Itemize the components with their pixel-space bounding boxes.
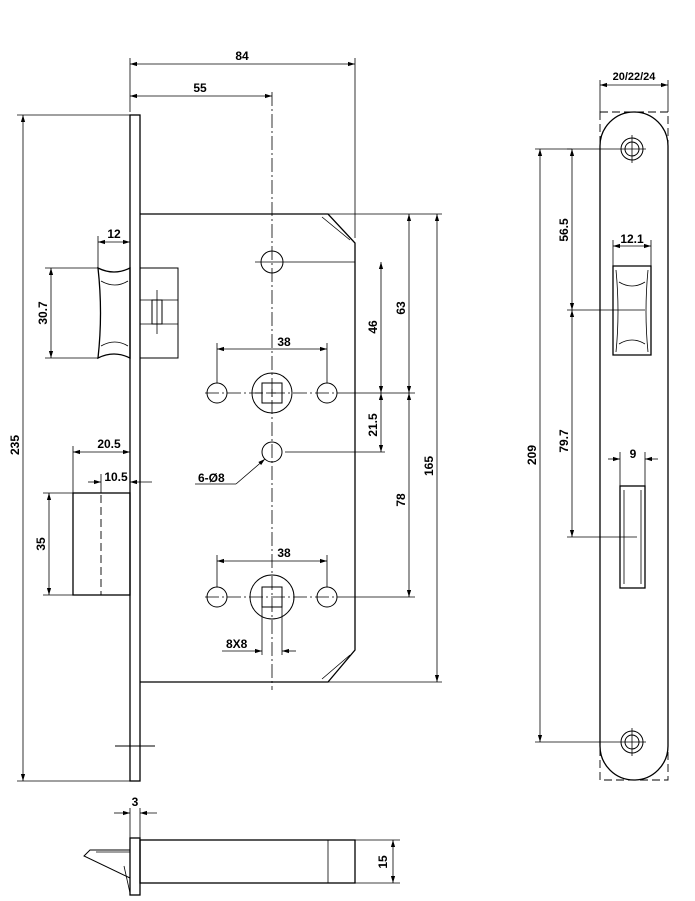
dim-10-5: 10.5 [88, 470, 152, 493]
dim-38-bottom-label: 38 [277, 546, 291, 560]
dim-20-5: 20.5 [72, 437, 130, 493]
bottom-screw-hole [618, 728, 646, 756]
dim-38-bottom: 38 [216, 546, 328, 587]
dim-56-5-label: 56.5 [557, 218, 571, 242]
dim-35: 35 [34, 492, 73, 596]
dim-15-label: 15 [376, 855, 390, 869]
dim-21-5-label: 21.5 [366, 413, 380, 437]
dim-46: 46 [340, 262, 415, 394]
dim-35-label: 35 [34, 537, 48, 551]
top-screw-hole [618, 135, 646, 163]
dim-84: 84 [129, 49, 356, 238]
dim-55: 55 [130, 81, 272, 99]
dim-79-7: 79.7 [557, 310, 637, 538]
dim-46-label: 46 [366, 320, 380, 334]
dim-12: 12 [97, 227, 131, 268]
dim-78-label: 78 [394, 493, 408, 507]
holes-callout: 6-Ø8 [195, 458, 266, 485]
dim-12-1: 12.1 [612, 232, 652, 266]
dim-63-label: 63 [394, 301, 408, 315]
faceplate-view: 20/22/24 56.5 12.1 209 79.7 [525, 71, 669, 781]
dim-209-label: 209 [525, 445, 539, 465]
dim-9: 9 [608, 447, 658, 486]
dim-38-top: 38 [216, 335, 328, 383]
dim-165: 165 [328, 214, 442, 683]
cylinder-hub [205, 574, 340, 655]
middle-fixing-hole [261, 441, 385, 463]
bottom-view: 3 15 [83, 795, 400, 896]
front-view: 84 55 235 12 30.7 [8, 49, 442, 782]
dim-15: 15 [355, 839, 400, 884]
dim-12-1-label: 12.1 [620, 232, 644, 246]
dim-84-label: 84 [235, 49, 249, 63]
square-callout-label: 8X8 [226, 637, 248, 651]
lock-case-body [140, 213, 356, 683]
dim-78: 78 [340, 393, 415, 598]
spindle-hub [205, 372, 340, 414]
dim-38-top-label: 38 [277, 335, 291, 349]
dead-bolt [72, 492, 131, 596]
top-fixing-hole [255, 250, 355, 274]
dim-55-label: 55 [193, 81, 207, 95]
dim-79-7-label: 79.7 [557, 429, 571, 453]
dim-235: 235 [8, 114, 130, 782]
latch-cutout [612, 265, 652, 356]
latch-bolt [97, 266, 179, 360]
dim-21-5: 21.5 [366, 393, 384, 452]
dim-3-label: 3 [132, 795, 139, 809]
dim-30-7-label: 30.7 [36, 301, 50, 325]
dim-30-7: 30.7 [36, 267, 98, 359]
dim-9-label: 9 [630, 447, 637, 461]
dim-63: 63 [328, 213, 442, 393]
square-callout: 8X8 [222, 637, 296, 654]
dim-faceplate-width-label: 20/22/24 [613, 71, 657, 83]
dim-235-label: 235 [8, 435, 22, 455]
dim-10-5-label: 10.5 [104, 470, 128, 484]
dim-209: 209 [525, 148, 618, 743]
dim-20-5-label: 20.5 [97, 437, 121, 451]
forend-strip [115, 114, 155, 782]
dim-3: 3 [114, 795, 157, 838]
dim-12-label: 12 [107, 227, 121, 241]
dim-faceplate-width: 20/22/24 [599, 71, 669, 112]
dim-56-5: 56.5 [557, 148, 645, 311]
dim-165-label: 165 [422, 456, 436, 476]
holes-callout-label: 6-Ø8 [198, 471, 225, 485]
